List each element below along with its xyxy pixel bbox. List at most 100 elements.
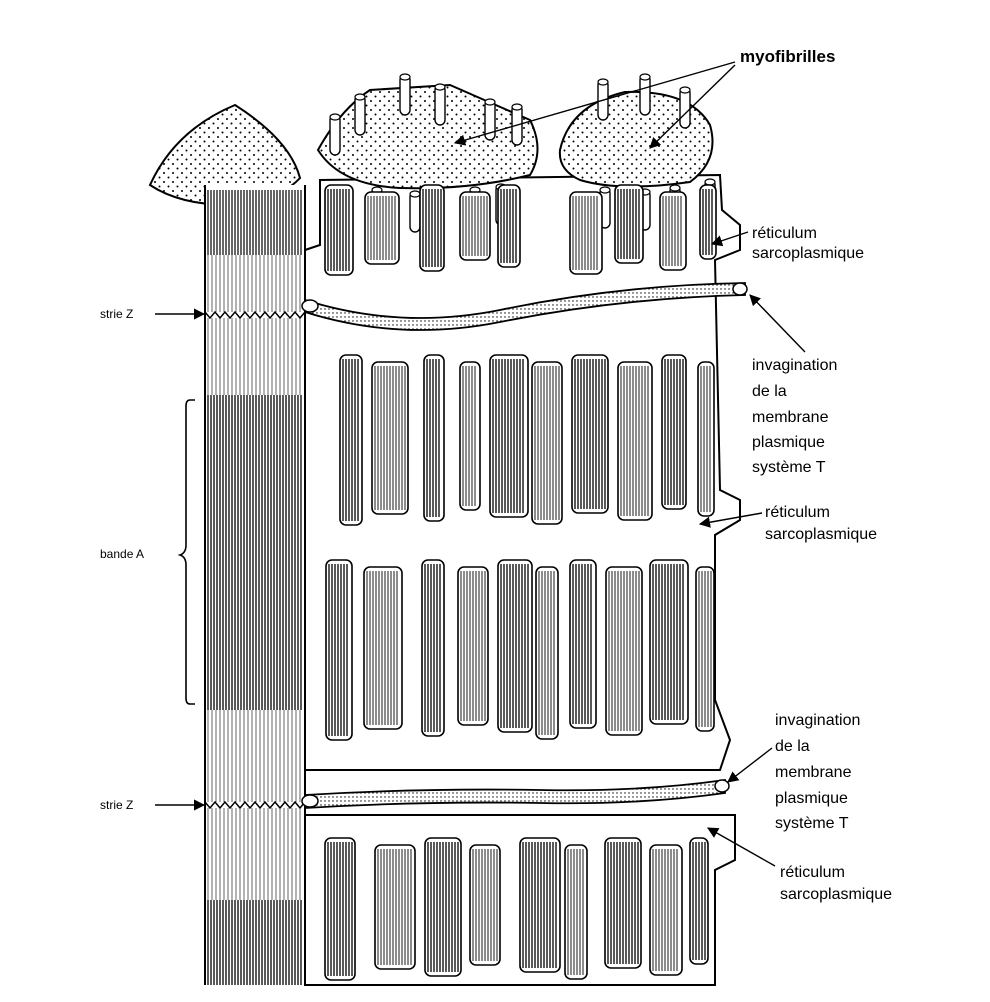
tubule: [409, 191, 421, 233]
left-column-striations: [207, 190, 302, 985]
label-reticulum-mid-2: sarcoplasmique: [765, 526, 877, 543]
fibril: [699, 184, 717, 260]
fibril-outline: [325, 559, 353, 741]
tubule: [434, 84, 446, 126]
tubule-top: [679, 86, 691, 94]
fibril: [535, 566, 559, 740]
t-tubule-bot: [304, 778, 726, 809]
label-reticulum-top-2: sarcoplasmique: [752, 245, 864, 262]
fibril-outline: [564, 844, 588, 980]
middle-myofibril-cap: [316, 83, 539, 190]
fibril: [419, 184, 445, 272]
fibril: [324, 837, 356, 981]
label-strie-z-bot: strie Z: [100, 798, 133, 812]
label-reticulum-bot-2: sarcoplasmique: [780, 886, 892, 903]
fibril: [604, 837, 642, 969]
fibril: [531, 361, 563, 525]
t-tubule-top: [304, 282, 746, 331]
label-invag-top-3: membrane: [752, 409, 829, 426]
tubule: [329, 114, 341, 156]
tubule-top: [484, 98, 496, 106]
fibril: [371, 361, 409, 515]
bottom-reticulum-fibrils: [324, 837, 709, 981]
fibril-outline: [363, 566, 403, 730]
fibril: [325, 559, 353, 741]
left-column-body: [205, 185, 305, 985]
fibril-outline: [364, 191, 400, 265]
tubule-top: [434, 83, 446, 91]
tubule-top: [669, 184, 681, 192]
fibril: [497, 184, 521, 268]
tubule-top: [409, 190, 421, 198]
tubule-top: [599, 186, 611, 194]
fibril: [649, 844, 683, 976]
fibril-outline: [535, 566, 559, 740]
fibril: [697, 361, 715, 517]
top-reticulum-fibrils: [324, 184, 717, 276]
tubule-top: [354, 93, 366, 101]
label-invag-bot-3: membrane: [775, 764, 852, 781]
fibril: [605, 566, 643, 736]
fibril: [339, 354, 363, 526]
fibril-outline: [697, 361, 715, 517]
label-reticulum-top-1: réticulum: [752, 225, 817, 242]
strie-z-bot-zigzag: [204, 800, 306, 810]
fibril: [519, 837, 561, 973]
right-block: [301, 73, 748, 986]
fibril: [364, 191, 400, 265]
label-invag-bot-4: plasmique: [775, 790, 848, 807]
fibril: [421, 559, 445, 737]
fibril: [569, 191, 603, 275]
fibril: [571, 354, 609, 514]
label-invag-bot-1: invagination: [775, 712, 860, 729]
fibril: [489, 354, 529, 518]
tubule-top: [399, 73, 411, 81]
fibril: [459, 191, 491, 261]
fibril-outline: [659, 191, 687, 271]
fibril: [564, 844, 588, 980]
tubule-top: [597, 78, 609, 86]
fibril: [497, 559, 533, 733]
label-reticulum-mid-1: réticulum: [765, 504, 830, 521]
fibril: [649, 559, 689, 725]
fibril: [695, 566, 715, 732]
bande-a-bracket: [177, 399, 195, 705]
fibril-outline: [497, 559, 533, 733]
label-strie-z-top: strie Z: [100, 307, 133, 321]
fibril: [423, 354, 445, 522]
label-invag-top-1: invagination: [752, 357, 837, 374]
label-invag-top-4: plasmique: [752, 434, 825, 451]
label-bande-a: bande A: [100, 547, 144, 561]
fibril: [457, 566, 489, 726]
labels: myofibrilles réticulum sarcoplasmique st…: [100, 47, 892, 903]
tubule-top: [329, 113, 341, 121]
fibril: [689, 837, 709, 965]
tubule: [354, 94, 366, 136]
fibril: [459, 361, 481, 511]
tubule: [679, 87, 691, 129]
label-invag-top-2: de la: [752, 383, 787, 400]
fibril: [424, 837, 462, 977]
fibril: [614, 184, 644, 264]
label-invag-bot-5: système T: [775, 815, 849, 832]
fibril: [324, 184, 354, 276]
label-invag-top-5: système T: [752, 459, 826, 476]
fibril: [363, 566, 403, 730]
label-invag-bot-2: de la: [775, 738, 810, 755]
fibril: [569, 559, 597, 729]
middle-fibril-row-b: [325, 559, 715, 741]
fibril: [469, 844, 501, 966]
fibril-outline: [569, 559, 597, 729]
tubule: [399, 74, 411, 116]
label-myofibrilles: myofibrilles: [740, 47, 835, 66]
tubule: [639, 74, 651, 116]
label-reticulum-bot-1: réticulum: [780, 864, 845, 881]
fibril: [661, 354, 687, 510]
tubule-top: [511, 103, 523, 111]
fibril-outline: [617, 361, 653, 521]
left-myofibril-column: [148, 103, 306, 985]
fibril: [374, 844, 416, 970]
strie-z-top-zigzag: [204, 310, 306, 320]
